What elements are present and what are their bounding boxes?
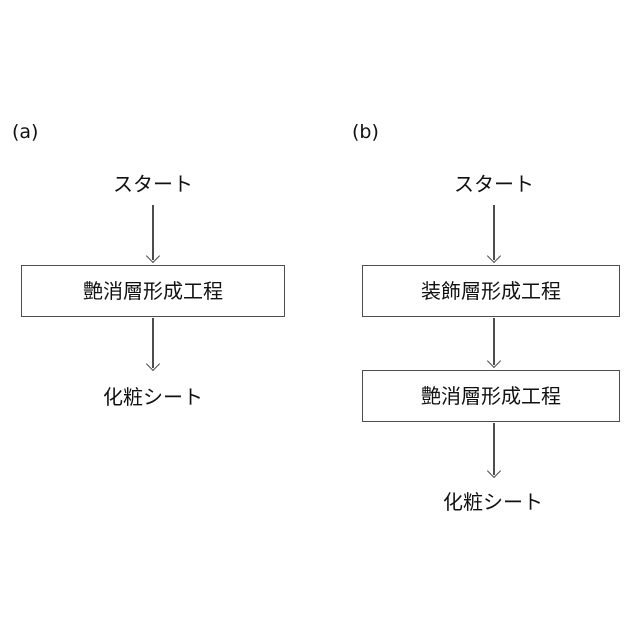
panel-b-start-label: スタート (454, 172, 534, 196)
flowchart-panel-a: (a) スタート 艶消層形成工程 化粧シート (0, 0, 330, 640)
panel-a-arrow-start-to-step1 (152, 205, 154, 260)
panel-b-process-box-1-label: 装飾層形成工程 (421, 279, 561, 303)
panel-b-process-box-2: 艶消層形成工程 (362, 370, 620, 422)
panel-b-arrow-step1-to-step2 (493, 318, 495, 365)
panel-a-process-box-1: 艶消層形成工程 (21, 265, 285, 317)
panel-b-arrow-step2-to-end (493, 423, 495, 475)
panel-b-process-box-2-label: 艶消層形成工程 (421, 384, 561, 408)
panel-b-process-box-1: 装飾層形成工程 (362, 265, 620, 317)
panel-b-label: (b) (352, 121, 379, 143)
flowchart-panel-b: (b) スタート 装飾層形成工程 艶消層形成工程 化粧シート (330, 0, 640, 640)
panel-b-end-label: 化粧シート (443, 490, 543, 514)
panel-a-label: (a) (12, 121, 39, 143)
panel-a-process-box-1-label: 艶消層形成工程 (83, 279, 223, 303)
panel-a-end-label: 化粧シート (103, 385, 203, 409)
panel-b-arrow-start-to-step1 (493, 205, 495, 260)
panel-a-start-label: スタート (113, 172, 193, 196)
panel-a-arrow-step1-to-end (152, 318, 154, 368)
